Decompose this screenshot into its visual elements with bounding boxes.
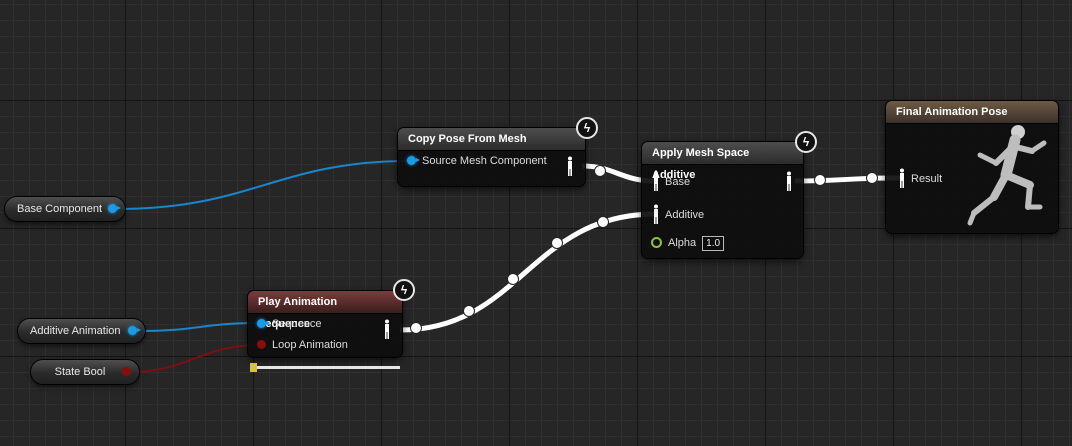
base-label: Base bbox=[665, 175, 691, 188]
wire-knot bbox=[597, 216, 609, 228]
wire-base-component bbox=[117, 160, 409, 210]
loop-animation-label: Loop Animation bbox=[272, 339, 348, 351]
play-anim-pose-output-pin-icon[interactable] bbox=[383, 319, 391, 339]
wire-knot bbox=[594, 165, 606, 177]
result-pin-row: Result bbox=[898, 168, 943, 188]
lightning-icon: ϟ bbox=[576, 117, 598, 139]
additive-result-output-pin-icon[interactable] bbox=[785, 171, 793, 191]
mannequin-icon bbox=[967, 125, 1047, 226]
lightning-icon: ϟ bbox=[393, 279, 415, 301]
final-animation-pose-node[interactable]: Final Animation Pose Result bbox=[886, 101, 1058, 233]
result-pose-input-pin-icon[interactable] bbox=[898, 168, 906, 188]
alpha-label: Alpha bbox=[668, 237, 697, 249]
playback-progress-handle[interactable] bbox=[250, 363, 257, 372]
wire-knot bbox=[507, 273, 519, 285]
playback-progress-bar[interactable] bbox=[250, 366, 400, 369]
source-mesh-component-label: Source Mesh Component bbox=[422, 155, 547, 167]
lightning-icon: ϟ bbox=[795, 131, 817, 153]
wire-additive-to-result bbox=[794, 175, 901, 184]
wire-state-bool bbox=[127, 344, 261, 373]
copy-pose-from-mesh-node[interactable]: Copy Pose From Mesh Source Mesh Componen… bbox=[398, 128, 585, 186]
apply-additive-node-title: Apply Mesh Space Additive bbox=[642, 142, 803, 181]
wire-additive-animation bbox=[137, 322, 261, 332]
alpha-value-field[interactable]: 1.0 bbox=[702, 235, 725, 251]
play-animation-sequence-node[interactable]: Play Animation Sequence Sequence Loop An… bbox=[248, 291, 402, 357]
loop-animation-pin-row: Loop Animation bbox=[257, 336, 348, 354]
additive-animation-label: Additive Animation bbox=[30, 325, 121, 337]
additive-pose-input-pin-icon[interactable] bbox=[652, 204, 660, 224]
pose-output-pin-icon[interactable] bbox=[566, 156, 574, 176]
play-anim-node-title: Play Animation Sequence bbox=[248, 291, 402, 330]
additive-animation-variable[interactable]: Additive Animation bbox=[18, 319, 145, 343]
final-pose-node-title: Final Animation Pose bbox=[886, 101, 1058, 124]
copy-pose-node-title: Copy Pose From Mesh bbox=[398, 128, 585, 151]
wire-knot bbox=[410, 322, 422, 334]
wire-knot bbox=[866, 172, 878, 184]
alpha-pin-row: Alpha 1.0 bbox=[651, 234, 725, 252]
additive-pin-row: Additive bbox=[652, 204, 705, 224]
alpha-input-pin[interactable] bbox=[651, 236, 662, 248]
apply-mesh-space-additive-node[interactable]: Apply Mesh Space Additive Base Additive … bbox=[642, 142, 803, 258]
state-bool-variable[interactable]: State Bool bbox=[31, 360, 139, 384]
base-pose-input-pin-icon[interactable] bbox=[652, 171, 660, 191]
wire-knot bbox=[551, 237, 563, 249]
source-mesh-component-input-pin[interactable] bbox=[407, 155, 420, 165]
loop-animation-input-pin[interactable] bbox=[257, 339, 266, 349]
additive-label: Additive bbox=[665, 208, 705, 221]
state-bool-output-pin[interactable] bbox=[122, 367, 131, 376]
sequence-input-pin[interactable] bbox=[257, 318, 270, 328]
wire-play-to-additive bbox=[399, 211, 657, 333]
base-component-variable[interactable]: Base Component bbox=[5, 197, 125, 221]
sequence-pin-row: Sequence bbox=[257, 315, 322, 333]
base-component-output-pin[interactable] bbox=[108, 204, 121, 213]
wire-knot bbox=[463, 305, 475, 317]
wire-knot bbox=[814, 174, 826, 186]
result-label: Result bbox=[911, 172, 943, 185]
additive-animation-output-pin[interactable] bbox=[128, 326, 141, 335]
base-pin-row: Base bbox=[652, 171, 691, 191]
state-bool-label: State Bool bbox=[54, 366, 106, 378]
base-component-label: Base Component bbox=[17, 203, 102, 215]
source-mesh-component-pin-row: Source Mesh Component bbox=[407, 152, 547, 170]
sequence-label: Sequence bbox=[272, 318, 322, 330]
